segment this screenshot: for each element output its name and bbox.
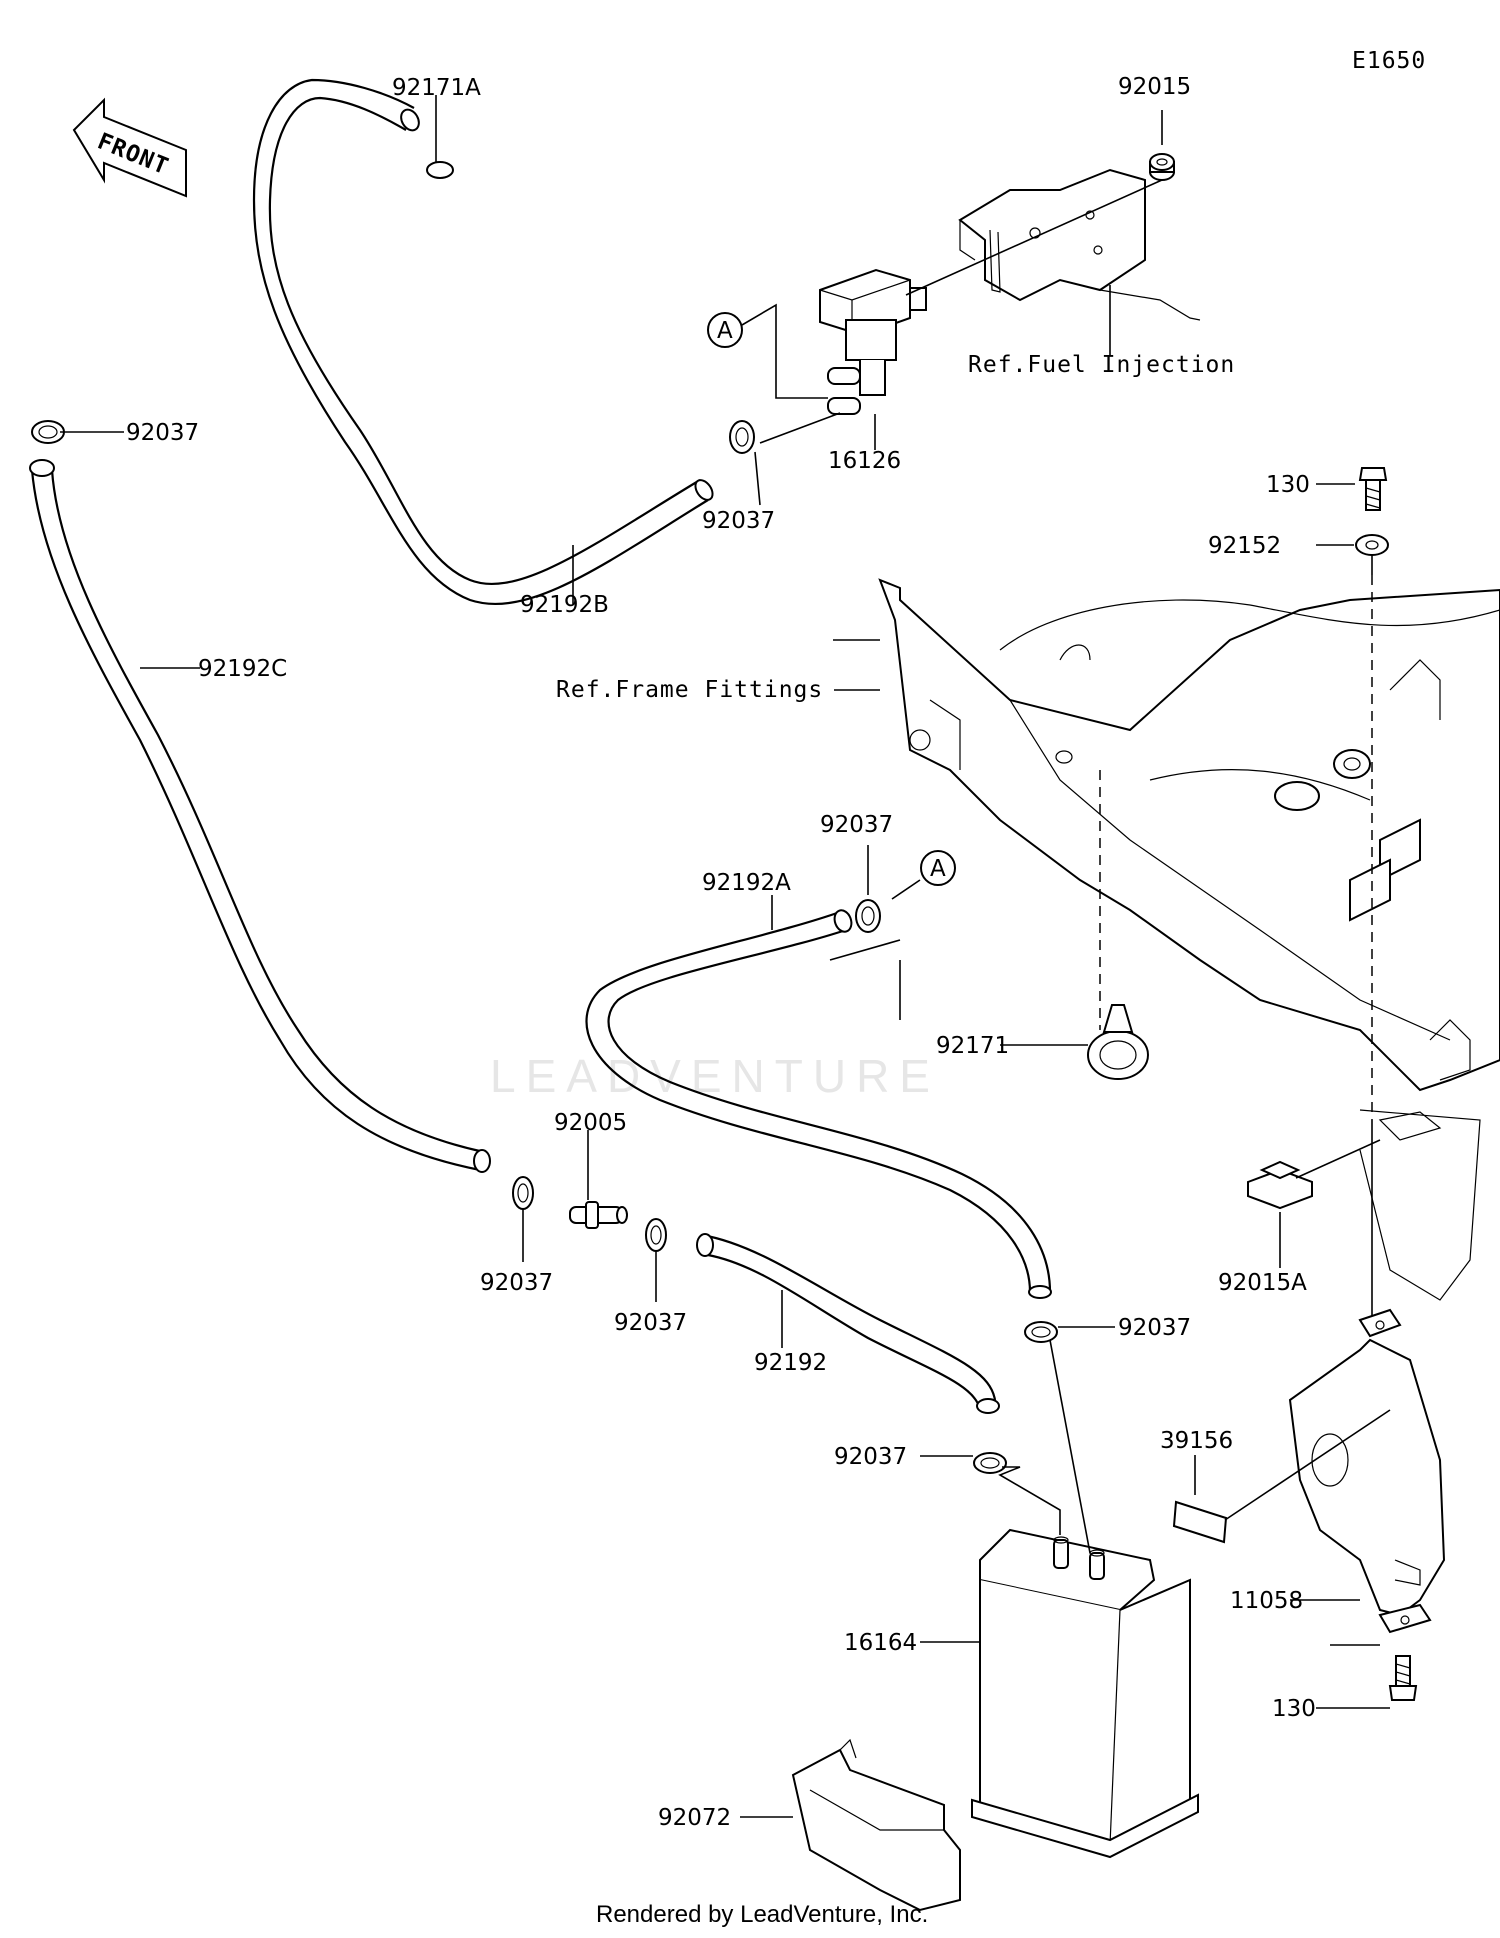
label-92171A: 92171A <box>392 75 481 101</box>
label-92037-topleft: 92037 <box>126 420 199 446</box>
front-arrow-icon: FRONT <box>72 97 187 198</box>
label-16164: 16164 <box>844 1630 917 1656</box>
callout-a-mid <box>920 850 956 886</box>
pad-39156 <box>1172 1500 1228 1544</box>
label-130-bottom: 130 <box>1272 1696 1316 1722</box>
ref-fuel-injection: Ref.Fuel Injection <box>968 352 1235 378</box>
label-92171: 92171 <box>936 1033 1009 1059</box>
canister-16164 <box>971 1528 1199 1859</box>
label-39156: 39156 <box>1160 1428 1233 1454</box>
nut-92015 <box>1149 153 1175 181</box>
ref-frame-fittings: Ref.Frame Fittings <box>556 677 823 703</box>
label-92037-mid: 92037 <box>820 812 893 838</box>
label-92015A: 92015A <box>1218 1270 1307 1296</box>
bolt-130-bottom <box>1388 1655 1418 1701</box>
label-16126: 16126 <box>828 448 901 474</box>
joint-92005 <box>569 1201 628 1229</box>
hose-92192 <box>696 1233 1000 1414</box>
label-92072: 92072 <box>658 1805 731 1831</box>
clamp-icon <box>31 161 1058 1474</box>
strap-92072 <box>791 1738 961 1912</box>
label-92037-valve: 92037 <box>702 508 775 534</box>
label-92037-low2: 92037 <box>614 1310 687 1336</box>
label-92037-low1: 92037 <box>480 1270 553 1296</box>
label-130-top: 130 <box>1266 472 1310 498</box>
bolt-130-top <box>1358 467 1388 511</box>
washer-92152 <box>1355 534 1389 556</box>
clip-92171 <box>1087 1004 1149 1080</box>
diagram-code: E1650 <box>1352 48 1426 74</box>
label-92192A: 92192A <box>702 870 791 896</box>
label-92152: 92152 <box>1208 533 1281 559</box>
label-92192C: 92192C <box>198 656 287 682</box>
hose-92192A <box>585 909 1052 1299</box>
label-92192B: 92192B <box>520 592 609 618</box>
hose-92192C <box>29 459 491 1173</box>
nut-clip-92015A <box>1247 1160 1313 1210</box>
bracket-11058 <box>1288 1308 1446 1634</box>
label-92015: 92015 <box>1118 74 1191 100</box>
frame-fittings <box>878 578 1500 1301</box>
label-92037-right: 92037 <box>1118 1315 1191 1341</box>
callout-a-top <box>707 312 743 348</box>
label-11058: 11058 <box>1230 1588 1303 1614</box>
hose-92192B <box>252 78 714 605</box>
bracket-fuel-injection <box>958 168 1201 321</box>
label-92037-canister: 92037 <box>834 1444 907 1470</box>
callout-a-top-label: A <box>717 318 733 344</box>
watermark: LEADVENTURE <box>490 1050 940 1102</box>
label-92192: 92192 <box>754 1350 827 1376</box>
label-92005: 92005 <box>554 1110 627 1136</box>
footer-credit: Rendered by LeadVenture, Inc. <box>596 1901 928 1928</box>
solenoid-valve-16126 <box>819 268 927 415</box>
callout-a-mid-label: A <box>930 856 946 882</box>
